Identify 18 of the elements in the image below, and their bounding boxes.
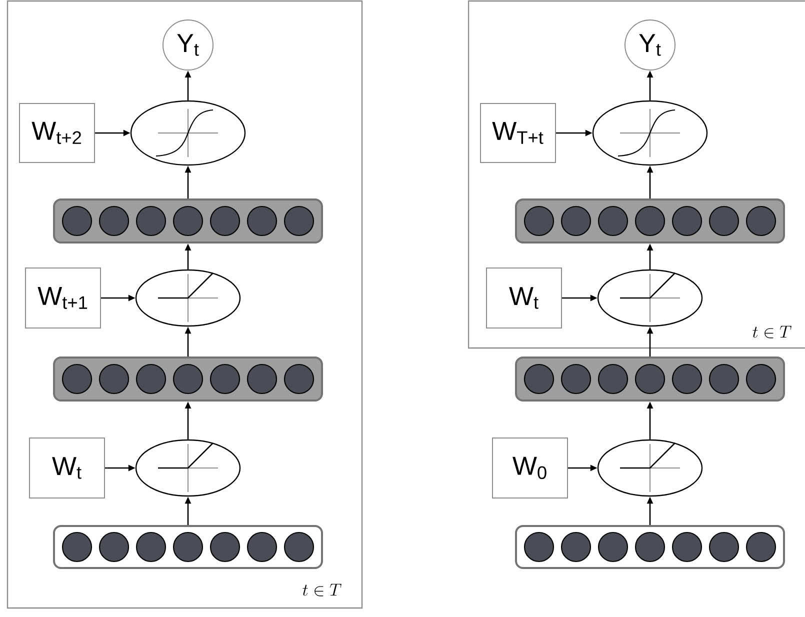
activation-ellipse [135,269,241,327]
neuron-layer [53,525,323,569]
neuron-layer [515,525,785,569]
neuron-layer [53,198,323,244]
weight-box: W$_{t+1}$ [25,268,101,328]
weight-box: W$_{t}$ [29,438,105,498]
weight-box: W$_{T+t}$ [480,103,556,163]
neuron-layer [515,198,785,244]
weight-box: W$_{t+2}$ [19,103,95,163]
weight-box: W$_{0}$ [492,438,568,498]
activation-ellipse [592,100,708,166]
weight-box: W$_{t}$ [486,268,562,328]
neuron-layer [53,356,323,402]
activation-ellipse [130,100,246,166]
neuron-layer [515,356,785,402]
activation-ellipse [597,269,703,327]
activation-ellipse [597,439,703,497]
activation-ellipse [135,439,241,497]
